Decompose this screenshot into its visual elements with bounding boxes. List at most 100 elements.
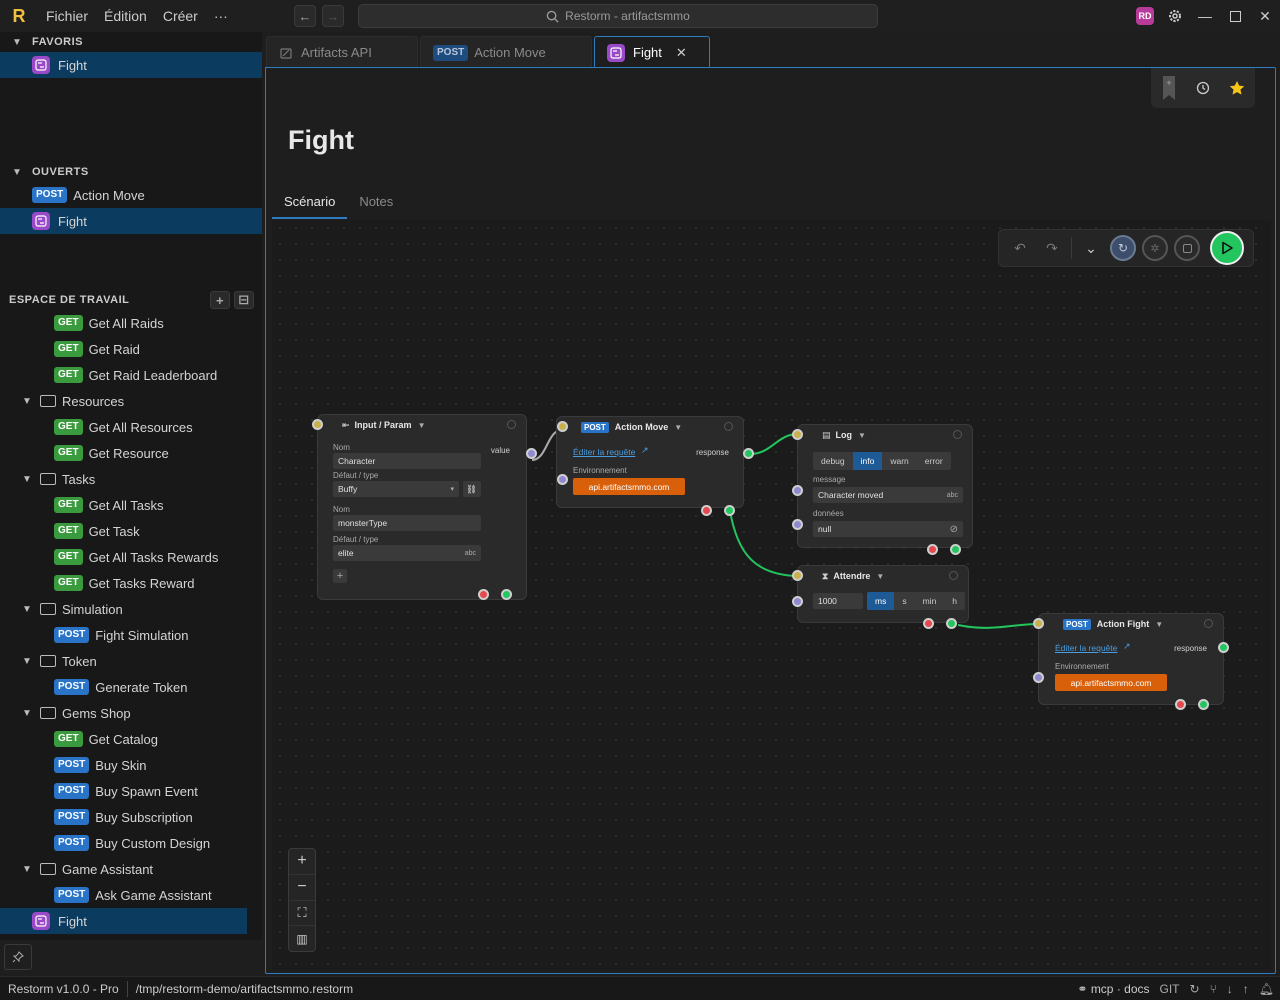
folder-item[interactable]: ▼Game Assistant <box>0 856 262 882</box>
port-env-in[interactable] <box>1033 672 1044 683</box>
unit-ms[interactable]: ms <box>867 592 895 610</box>
flow-canvas[interactable]: ⇤ Input / Param ▼ Nom Character Défaut /… <box>272 220 1271 970</box>
port-in[interactable] <box>792 429 803 440</box>
chevron-down-icon[interactable]: ▼ <box>417 420 426 430</box>
command-search[interactable]: Restorm - artifactsmmo <box>358 4 878 28</box>
port-error[interactable] <box>701 505 712 516</box>
folder-item[interactable]: ▼Simulation <box>0 596 262 622</box>
node-header[interactable]: ⇤ Input / Param ▼ <box>318 415 526 435</box>
node-input-param[interactable]: ⇤ Input / Param ▼ Nom Character Défaut /… <box>317 414 527 600</box>
bell-icon[interactable]: 🔔︎ <box>1258 982 1274 996</box>
run-button[interactable] <box>1210 231 1244 265</box>
log-level-error[interactable]: error <box>924 456 943 466</box>
tab-artifacts-api[interactable]: Artifacts API <box>266 36 418 68</box>
node-settings-icon[interactable] <box>949 571 958 580</box>
port-in[interactable] <box>312 419 323 430</box>
maximize-button[interactable] <box>1220 0 1250 32</box>
node-header[interactable]: POST Action Move ▼ <box>557 417 743 437</box>
folder-item[interactable]: ▼Tasks <box>0 466 262 492</box>
node-action-fight[interactable]: POST Action Fight ▼ Éditer la requête ↗ … <box>1038 613 1224 705</box>
bookmark-icon[interactable]: + <box>1161 76 1177 100</box>
port-success[interactable] <box>950 544 961 555</box>
port-success[interactable] <box>501 589 512 600</box>
star-icon[interactable] <box>1229 80 1245 96</box>
add-item-button[interactable]: + <box>210 291 230 309</box>
refresh-icon[interactable]: ↻ <box>1189 982 1200 996</box>
ouverts-item-action-move[interactable]: POST Action Move <box>0 182 262 208</box>
port-success[interactable] <box>724 505 735 516</box>
port-success[interactable] <box>946 618 957 629</box>
data-field[interactable]: null⊘ <box>813 521 963 537</box>
pin-button[interactable] <box>4 944 32 970</box>
tab-action-move[interactable]: POST Action Move <box>420 36 592 68</box>
menu-more[interactable]: ··· <box>213 8 228 24</box>
minimize-button[interactable]: — <box>1190 0 1220 32</box>
port-in[interactable] <box>1033 618 1044 629</box>
unit-min[interactable]: min <box>922 596 937 606</box>
chevron-down-icon[interactable]: ▼ <box>858 430 866 440</box>
external-link-icon[interactable]: ↗ <box>641 445 649 455</box>
port-response-out[interactable] <box>1218 642 1229 653</box>
menu-edition[interactable]: Édition <box>104 8 147 24</box>
node-settings-icon[interactable] <box>953 430 962 439</box>
port-response-out[interactable] <box>743 448 754 459</box>
node-header[interactable]: ⧗ Attendre ▼ <box>798 566 968 586</box>
node-action-move[interactable]: POST Action Move ▼ Éditer la requête ↗ E… <box>556 416 744 508</box>
unit-h[interactable]: h <box>952 596 958 606</box>
branch-icon[interactable]: ⑂ <box>1209 982 1217 996</box>
port-in[interactable] <box>557 421 568 432</box>
pull-icon[interactable]: ↓ <box>1226 982 1233 996</box>
close-tab-icon[interactable]: ✕ <box>675 44 687 60</box>
zoom-in-button[interactable]: + <box>289 849 315 875</box>
fit-view-button[interactable]: ⛶ <box>289 901 315 927</box>
undo-button[interactable]: ↶ <box>1007 235 1033 261</box>
node-header[interactable]: POST Action Fight ▼ <box>1039 614 1223 634</box>
user-avatar[interactable]: RD <box>1136 7 1154 25</box>
param-name-field[interactable]: monsterType <box>333 515 481 531</box>
port-value-out[interactable] <box>526 448 537 459</box>
node-header[interactable]: ▤ Log ▼ <box>798 425 972 445</box>
chevron-down-icon[interactable]: ▼ <box>876 571 885 581</box>
favoris-item-fight[interactable]: Fight <box>0 52 262 78</box>
log-level-debug[interactable]: debug <box>821 456 845 466</box>
menu-creer[interactable]: Créer <box>162 8 198 24</box>
log-level-warn[interactable]: warn <box>890 456 909 466</box>
log-level-info[interactable]: info <box>852 452 883 470</box>
port-error[interactable] <box>927 544 938 555</box>
external-link-icon[interactable]: ↗ <box>1123 641 1131 651</box>
node-settings-icon[interactable] <box>1204 619 1213 628</box>
tab-notes[interactable]: Notes <box>359 194 394 209</box>
env-button[interactable]: api.artifactsmmo.com <box>1055 674 1167 691</box>
param-default-select[interactable]: Buffy▾ <box>333 481 459 497</box>
param-name-field[interactable]: Character <box>333 453 481 469</box>
minimap-button[interactable]: ▥ <box>289 926 315 951</box>
port-error[interactable] <box>478 589 489 600</box>
zoom-out-button[interactable]: − <box>289 875 315 901</box>
close-window-button[interactable]: ✕ <box>1250 0 1280 32</box>
link-type-button[interactable]: ⛓ <box>463 481 481 497</box>
port-message-in[interactable] <box>792 485 803 496</box>
stop-button[interactable] <box>1174 235 1200 261</box>
unit-s[interactable]: s <box>902 596 907 606</box>
ouverts-item-fight[interactable]: Fight <box>0 208 262 234</box>
redo-button[interactable]: ↷ <box>1039 235 1065 261</box>
flow-item[interactable]: Fight <box>0 908 247 934</box>
workspace-path[interactable]: /tmp/restorm-demo/artifactsmmo.restorm <box>135 981 354 996</box>
edit-request-link[interactable]: Éditer la requête <box>573 447 636 457</box>
port-env-in[interactable] <box>557 474 568 485</box>
history-icon[interactable] <box>1196 81 1210 95</box>
port-in[interactable] <box>792 570 803 581</box>
node-wait[interactable]: ⧗ Attendre ▼ 1000 ms s min h <box>797 565 969 623</box>
